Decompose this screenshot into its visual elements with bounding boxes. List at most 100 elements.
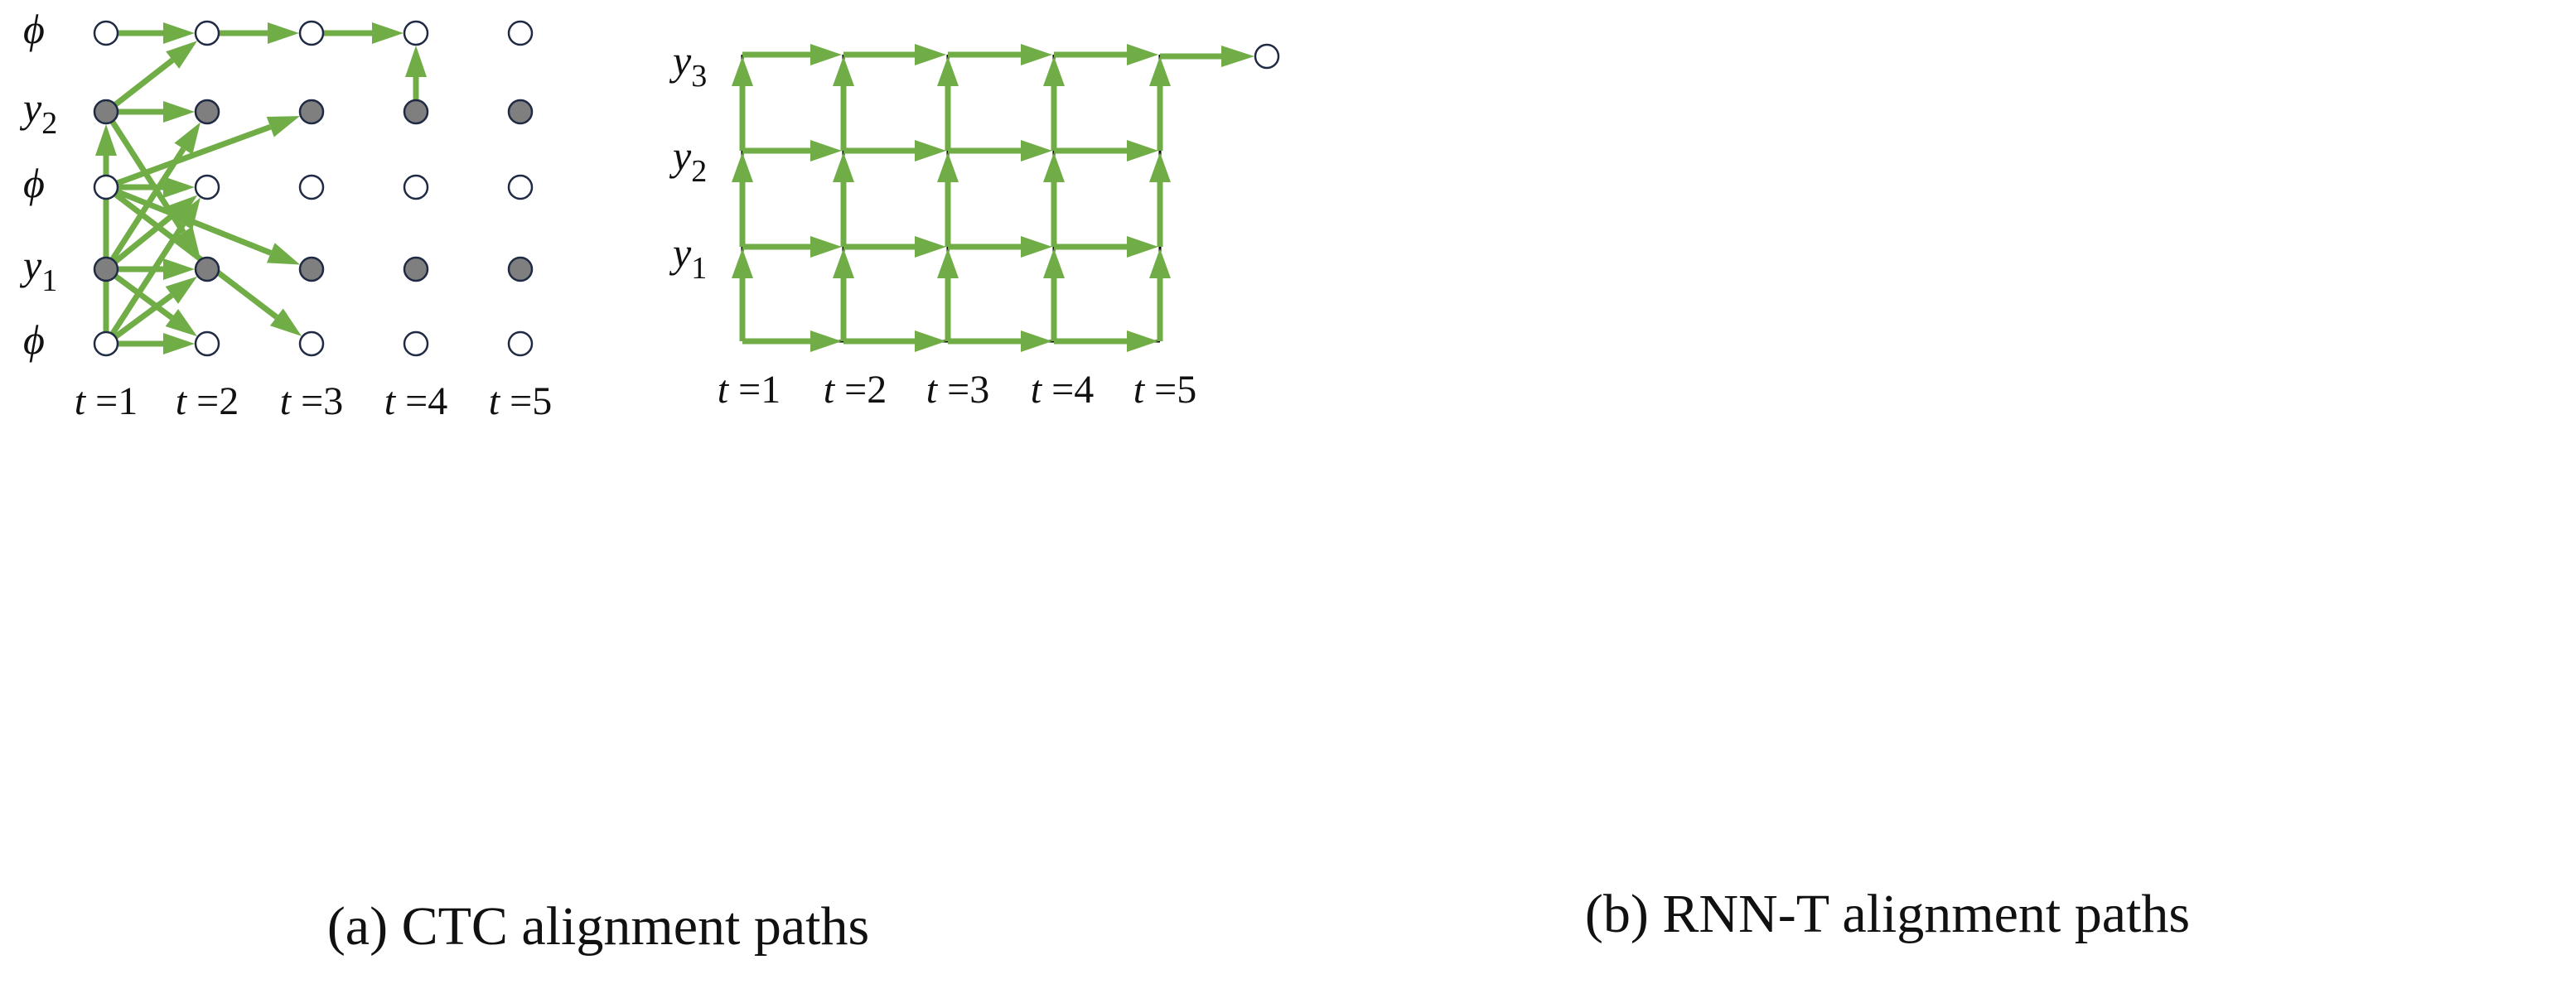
rnnt-arrow xyxy=(948,330,1052,352)
rnnt-grid xyxy=(741,55,1162,343)
rnnt-arrow xyxy=(843,236,946,258)
rnnt-caption: (b) RNN-T alignment paths xyxy=(1585,884,2190,944)
ctc-arrow xyxy=(114,276,197,340)
ctc-arrow xyxy=(115,188,301,265)
time-label: t =4 xyxy=(1031,368,1094,412)
rnnt-arrow xyxy=(948,236,1052,258)
rnnt-arrow xyxy=(1160,46,1254,67)
label-node xyxy=(403,256,429,282)
rnnt-arrow xyxy=(1054,236,1158,258)
blank-node xyxy=(194,330,220,357)
ctc-arrow xyxy=(113,195,198,264)
rnnt-arrow xyxy=(1043,152,1065,247)
rnnt-arrow xyxy=(948,44,1052,65)
rnnt-arrow xyxy=(1054,44,1158,65)
ctc-arrow xyxy=(118,258,195,280)
rnnt-arrow xyxy=(1149,248,1171,341)
rnnt-row-label-y2: y2 xyxy=(669,133,707,189)
blank-node xyxy=(507,20,534,46)
rnnt-arrow xyxy=(732,152,753,247)
time-label: t =1 xyxy=(718,368,781,412)
blank-node xyxy=(298,20,325,46)
label-node xyxy=(507,256,534,282)
rnnt-arrow xyxy=(843,140,946,162)
rnnt-arrow xyxy=(1054,330,1158,352)
blank-node xyxy=(298,330,325,357)
label-node xyxy=(194,99,220,125)
ctc-arrow xyxy=(118,22,195,44)
blank-node xyxy=(298,174,325,200)
rnnt-arrow xyxy=(833,56,854,151)
rnnt-arrow xyxy=(742,44,842,65)
rnnt-arrow xyxy=(742,140,842,162)
label-node xyxy=(93,256,119,282)
ctc-arrow xyxy=(405,46,427,100)
ctc-arrow xyxy=(323,22,404,44)
rnnt-arrow xyxy=(833,248,854,341)
blank-node xyxy=(507,174,534,200)
rnnt-arrow xyxy=(833,152,854,247)
blank-node xyxy=(403,174,429,200)
label-node xyxy=(93,99,119,125)
time-label: t =2 xyxy=(824,368,887,412)
label-node xyxy=(298,256,325,282)
ctc-time-labels: t =1 t =2 t =3 t =4 t =5 xyxy=(75,379,552,423)
time-label: t =3 xyxy=(926,368,989,412)
time-label: t =3 xyxy=(280,379,343,423)
label-node xyxy=(403,99,429,125)
time-label: t =1 xyxy=(75,379,138,423)
ctc-arrow xyxy=(113,41,198,108)
rnnt-row-label-y1: y1 xyxy=(669,229,707,286)
rnnt-time-labels: t =1 t =2 t =3 t =4 t =5 xyxy=(718,368,1196,412)
rnnt-arrow xyxy=(1054,140,1158,162)
blank-node xyxy=(93,330,119,357)
blank-node xyxy=(93,174,119,200)
blank-node xyxy=(403,20,429,46)
ctc-caption: (a) CTC alignment paths xyxy=(327,896,869,957)
end-node xyxy=(1254,43,1280,70)
rnnt-arrow xyxy=(948,140,1052,162)
ctc-row-label-blank: ϕ xyxy=(23,160,45,206)
blank-node xyxy=(403,330,429,357)
label-node xyxy=(507,99,534,125)
rnnt-arrow xyxy=(1149,56,1171,151)
time-label: t =5 xyxy=(489,379,552,423)
time-label: t =2 xyxy=(176,379,239,423)
ctc-row-label-y2: y2 xyxy=(19,84,57,141)
time-label: t =4 xyxy=(384,379,447,423)
rnnt-arrow xyxy=(1043,56,1065,151)
rnnt-arrow xyxy=(742,330,842,352)
ctc-arrow xyxy=(118,333,195,354)
rnnt-arrow xyxy=(732,248,753,341)
rnnt-arrow xyxy=(937,248,959,341)
ctc-row-label-blank: ϕ xyxy=(23,6,45,52)
ctc-row-label-blank: ϕ xyxy=(23,316,45,363)
rnnt-arrow xyxy=(937,152,959,247)
rnnt-arrow xyxy=(937,56,959,151)
label-node xyxy=(298,99,325,125)
blank-node xyxy=(507,330,534,357)
ctc-arrow xyxy=(95,124,117,332)
time-label: t =5 xyxy=(1133,368,1196,412)
rnnt-arrow xyxy=(843,330,946,352)
blank-node xyxy=(93,20,119,46)
rnnt-arrow xyxy=(732,56,753,151)
ctc-nodes xyxy=(93,20,534,357)
label-node xyxy=(194,256,220,282)
rnnt-arrow xyxy=(1043,248,1065,341)
blank-node xyxy=(194,174,220,200)
ctc-arrow xyxy=(118,101,195,123)
blank-node xyxy=(194,20,220,46)
rnnt-arrow xyxy=(843,44,946,65)
rnnt-arrow xyxy=(1149,152,1171,247)
ctc-arrow xyxy=(114,191,302,336)
rnnt-arrows xyxy=(732,43,1280,352)
ctc-panel: ϕ y2 ϕ y1 ϕ t =1 t =2 t =3 t =4 t =5 (a) CTC ali… xyxy=(19,6,869,957)
ctc-arrows xyxy=(95,22,427,354)
ctc-arrow xyxy=(219,22,299,44)
rnnt-arrow xyxy=(742,236,842,258)
